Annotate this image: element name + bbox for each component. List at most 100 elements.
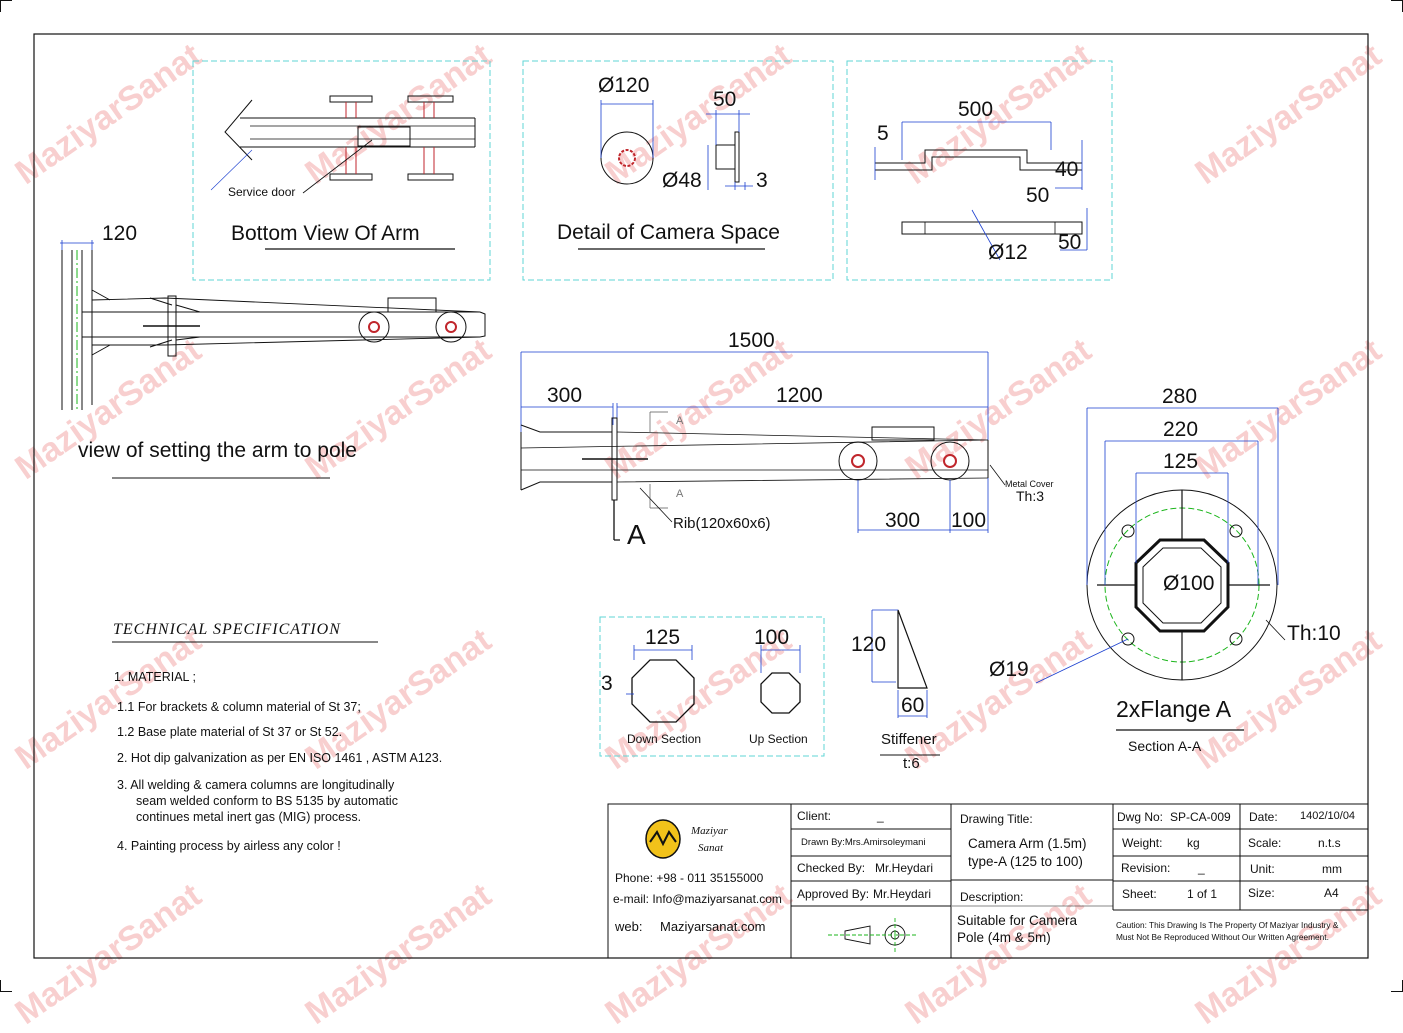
- sections-drawing: [626, 645, 801, 723]
- metal-cover-label: Metal Cover: [1005, 479, 1054, 489]
- metal-cover-th: Th:3: [1016, 488, 1045, 504]
- bottom-view-title: Bottom View Of Arm: [231, 222, 420, 245]
- drawing-title-2: type-A (125 to 100): [968, 854, 1083, 869]
- flange-subtitle: Section A-A: [1128, 738, 1202, 754]
- dim-1500: 1500: [728, 329, 775, 352]
- unit-label: Unit:: [1250, 862, 1275, 876]
- size-label: Size:: [1248, 886, 1275, 900]
- company-web-label: web:: [615, 919, 643, 934]
- date-label: Date:: [1249, 810, 1278, 824]
- caution-line-1: Caution: This Drawing Is The Property Of…: [1116, 920, 1339, 930]
- revision-value: _: [1198, 861, 1205, 875]
- camera-space-frame: [522, 60, 834, 281]
- drawing-canvas: [0, 0, 1403, 992]
- description-label: Description:: [960, 890, 1024, 904]
- stiffener-title: Stiffener: [881, 731, 937, 748]
- checked-value: Mr.Heydari: [875, 861, 934, 875]
- dim-40: 40: [1055, 158, 1079, 181]
- logo-line-1: Maziyar: [691, 825, 728, 837]
- dim-500: 500: [958, 98, 994, 121]
- stiffener-thickness: t:6: [903, 755, 920, 772]
- dim-pole-120: 120: [102, 222, 138, 245]
- dim-stiffener-60: 60: [901, 694, 925, 717]
- sections-frame: [599, 616, 825, 757]
- arm-side-drawing: [520, 351, 1006, 541]
- spec-line-3: 2. Hot dip galvanization as per EN ISO 1…: [117, 751, 443, 765]
- dwg-no-value: SP-CA-009: [1170, 810, 1231, 824]
- stiffener-drawing: [871, 609, 940, 756]
- checked-label: Checked By:: [797, 861, 866, 875]
- client-label: Client:: [797, 809, 832, 823]
- flange-th: Th:10: [1287, 622, 1341, 645]
- section-mark-top: A: [676, 415, 684, 427]
- dim-d12: Ø12: [988, 241, 1028, 264]
- spec-line-2: 1.2 Base plate material of St 37 or St 5…: [117, 725, 343, 739]
- dim-d3: 3: [756, 169, 768, 192]
- dim-up-100: 100: [754, 626, 790, 649]
- revision-label: Revision:: [1121, 861, 1171, 875]
- spec-line-4b: seam welded conform to BS 5135 by automa…: [136, 794, 398, 808]
- company-email[interactable]: e-mail: Info@maziyarsanat.com: [613, 892, 782, 906]
- bottom-view-frame: [192, 60, 491, 281]
- dim-down-3: 3: [601, 672, 613, 695]
- caution-line-2: Must Not Be Reproduced Without Our Writt…: [1116, 932, 1329, 942]
- dim-220: 220: [1163, 418, 1199, 441]
- scale-label: Scale:: [1248, 836, 1282, 850]
- section-mark-bottom: A: [676, 488, 684, 500]
- dim-d50: 50: [713, 88, 737, 111]
- section-a-label: A: [627, 519, 646, 550]
- dim-d48: Ø48: [662, 169, 702, 192]
- bracket-drawing: [874, 121, 1088, 261]
- title-block-grid: [607, 803, 1369, 959]
- bottom-view-drawing: [210, 95, 476, 194]
- dim-d19: Ø19: [989, 658, 1029, 681]
- pole-view-drawing: [60, 240, 486, 479]
- company-logo: [645, 819, 681, 859]
- scale-value: n.t.s: [1318, 836, 1341, 850]
- spec-line-4c: continues metal inert gas (MIG) process.: [136, 810, 362, 824]
- down-section-label: Down Section: [627, 732, 702, 746]
- weight-value: kg: [1187, 836, 1200, 850]
- dim-d100: Ø100: [1163, 572, 1215, 595]
- weight-label: Weight:: [1122, 836, 1163, 850]
- flange-drawing: [1035, 407, 1286, 731]
- spec-title: TECHNICAL SPECIFICATION: [113, 621, 341, 638]
- drawing-title-1: Camera Arm (1.5m): [968, 836, 1087, 851]
- client-value: _: [877, 809, 884, 823]
- rib-label: Rib(120x60x6): [673, 515, 771, 532]
- dim-1200: 1200: [776, 384, 823, 407]
- company-phone: Phone: +98 - 011 35155000: [615, 871, 764, 885]
- dim-300b: 300: [885, 509, 921, 532]
- dim-d120: Ø120: [598, 74, 650, 97]
- camera-space-drawing: [600, 100, 753, 190]
- company-web[interactable]: Maziyarsanat.com: [660, 919, 766, 934]
- description-2: Pole (4m & 5m): [957, 930, 1051, 945]
- drawing-title-label: Drawing Title:: [960, 812, 1033, 826]
- logo-line-2: Sanat: [698, 842, 724, 854]
- dim-100: 100: [951, 509, 987, 532]
- camera-space-title: Detail of Camera Space: [557, 221, 780, 244]
- dwg-no-label: Dwg No:: [1117, 810, 1164, 824]
- dim-125: 125: [1163, 450, 1199, 473]
- title-block-symbol: [828, 918, 918, 952]
- spec-line-5: 4. Painting process by airless any color…: [117, 839, 341, 853]
- dim-300: 300: [547, 384, 583, 407]
- size-value: A4: [1324, 886, 1339, 900]
- sheet-value: 1 of 1: [1187, 887, 1218, 901]
- service-door-label: Service door: [228, 185, 296, 199]
- date-value: 1402/10/04: [1300, 810, 1356, 822]
- dim-down-125: 125: [645, 626, 681, 649]
- spec-material: 1. MATERIAL ;: [114, 670, 196, 684]
- description-1: Suitable for Camera: [957, 913, 1078, 928]
- dim-280: 280: [1162, 385, 1198, 408]
- dim-5: 5: [877, 122, 889, 145]
- bracket-frame: [846, 60, 1113, 281]
- drawn-by: Drawn By:Mrs.Amirsoleymani: [801, 837, 926, 848]
- approved-label: Approved By:: [797, 887, 870, 901]
- spec-line-1: 1.1 For brackets & column material of St…: [117, 700, 361, 714]
- pole-view-caption: view of setting the arm to pole: [78, 439, 357, 462]
- dim-50b: 50: [1058, 231, 1082, 254]
- up-section-label: Up Section: [749, 732, 808, 746]
- approved-value: Mr.Heydari: [873, 887, 932, 901]
